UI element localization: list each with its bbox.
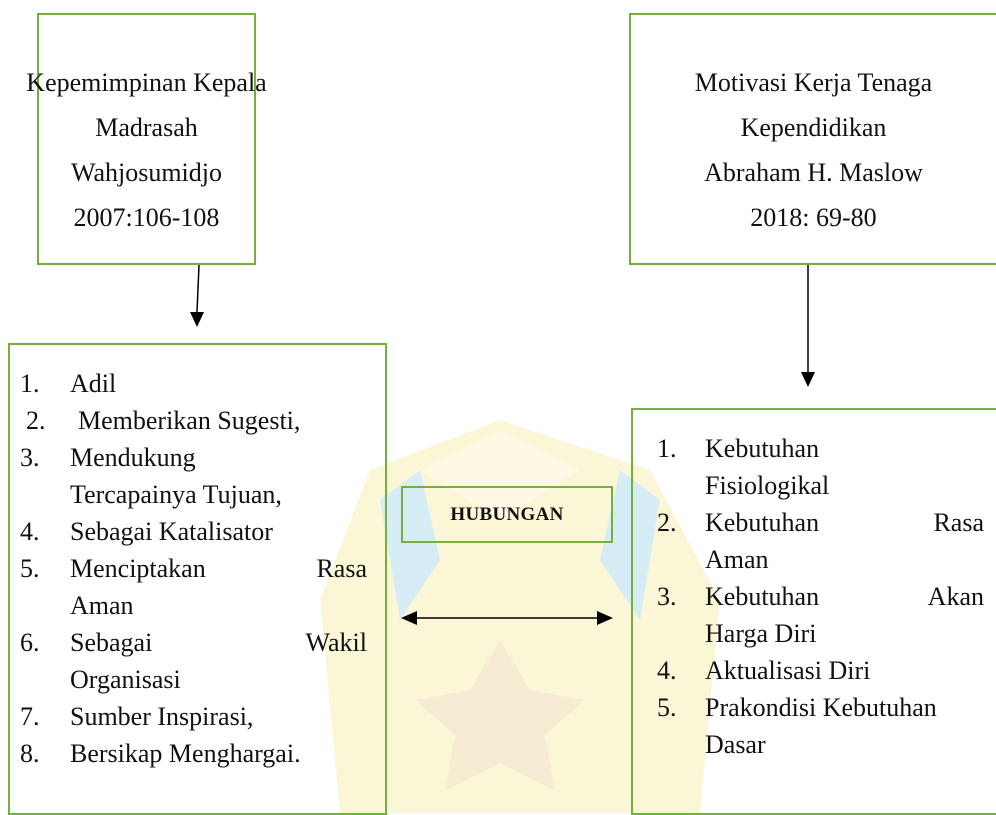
list-number: 2. xyxy=(26,406,46,435)
relation-label: HUBUNGAN xyxy=(450,503,564,525)
right-list-item: 3. Kebutuhan Akan Harga Diri xyxy=(633,578,984,652)
list-text: Aktualisasi Diri xyxy=(705,656,871,685)
left-list-item: 7. Sumber Inspirasi, xyxy=(10,698,367,735)
list-text: Fisiologikal xyxy=(705,471,830,500)
right-header-line-3: Abraham H. Maslow xyxy=(704,158,923,187)
left-list-item: 6. Sebagai Wakil Organisasi xyxy=(10,624,367,698)
right-header-line-4: 2018: 69-80 xyxy=(750,203,877,232)
list-text: Organisasi xyxy=(70,665,181,694)
arrow-right-down xyxy=(801,265,815,387)
arrow-left-down xyxy=(190,264,204,327)
left-list-box: 1. Adil 2. Memberikan Sugesti, 3. Menduk… xyxy=(8,343,387,815)
list-text: Sumber Inspirasi, xyxy=(70,702,254,731)
relation-box: HUBUNGAN xyxy=(401,486,613,543)
left-header-line-3: Wahjosumidjo xyxy=(70,158,222,187)
list-text: Kebutuhan Akan xyxy=(705,582,984,611)
right-list-item: 2. Kebutuhan Rasa Aman xyxy=(633,504,984,578)
list-text: Memberikan Sugesti, xyxy=(78,406,301,435)
list-number: 3. xyxy=(657,582,677,611)
left-header-box: Kepemimpinan Kepala Madrasah Wahjosumidj… xyxy=(26,13,267,265)
list-number: 2. xyxy=(657,508,677,537)
right-list-box: 1. Kebutuhan Fisiologikal 2. Kebutuhan R… xyxy=(631,408,996,815)
list-number: 4. xyxy=(657,656,677,685)
list-text: Adil xyxy=(70,369,117,398)
list-text: Aman xyxy=(70,591,134,620)
left-list-item: 3. Mendukung Tercapainya Tujuan, xyxy=(10,439,367,513)
list-number: 1. xyxy=(20,369,40,398)
list-number: 7. xyxy=(20,702,40,731)
list-text: Prakondisi Kebutuhan xyxy=(705,693,937,722)
left-list-item: 8. Bersikap Menghargai. xyxy=(10,735,367,772)
list-text: Dasar xyxy=(705,730,766,759)
right-header-line-1: Motivasi Kerja Tenaga xyxy=(694,68,933,97)
left-list-item: 1. Adil xyxy=(10,365,367,402)
left-list-item: 2. Memberikan Sugesti, xyxy=(10,402,367,439)
list-text: Bersikap Menghargai. xyxy=(70,739,301,768)
list-text: Sebagai Katalisator xyxy=(70,517,273,546)
list-text: Harga Diri xyxy=(705,619,817,648)
left-list-item: 5. Menciptakan Rasa Aman xyxy=(10,550,367,624)
list-text: Sebagai Wakil xyxy=(70,628,367,657)
list-number: 5. xyxy=(20,554,40,583)
right-list-item: 4. Aktualisasi Diri xyxy=(633,652,984,689)
right-list-item: 5. Prakondisi Kebutuhan Dasar xyxy=(633,689,984,763)
list-text: Kebutuhan xyxy=(705,434,820,463)
list-text: Kebutuhan Rasa xyxy=(705,508,984,537)
left-list-item: 4. Sebagai Katalisator xyxy=(10,513,367,550)
left-header-line-2: Madrasah xyxy=(95,113,198,142)
list-number: 5. xyxy=(657,693,677,722)
list-number: 8. xyxy=(20,739,40,768)
left-header-line-1: Kepemimpinan Kepala xyxy=(26,68,267,97)
list-number: 6. xyxy=(20,628,40,657)
right-list-item: 1. Kebutuhan Fisiologikal xyxy=(633,430,984,504)
list-number: 3. xyxy=(20,443,40,472)
arrow-bidirectional xyxy=(401,611,613,625)
list-text: Mendukung xyxy=(70,443,196,472)
left-list: 1. Adil 2. Memberikan Sugesti, 3. Menduk… xyxy=(10,365,367,772)
right-header-box: Motivasi Kerja Tenaga Kependidikan Abrah… xyxy=(629,13,996,265)
right-list: 1. Kebutuhan Fisiologikal 2. Kebutuhan R… xyxy=(633,430,984,763)
list-number: 4. xyxy=(20,517,40,546)
list-text: Tercapainya Tujuan, xyxy=(70,480,282,509)
right-header-line-2: Kependidikan xyxy=(740,113,887,142)
list-number: 1. xyxy=(657,434,677,463)
list-text: Menciptakan Rasa xyxy=(70,554,367,583)
left-header-line-4: 2007:106-108 xyxy=(73,203,220,232)
list-text: Aman xyxy=(705,545,769,574)
